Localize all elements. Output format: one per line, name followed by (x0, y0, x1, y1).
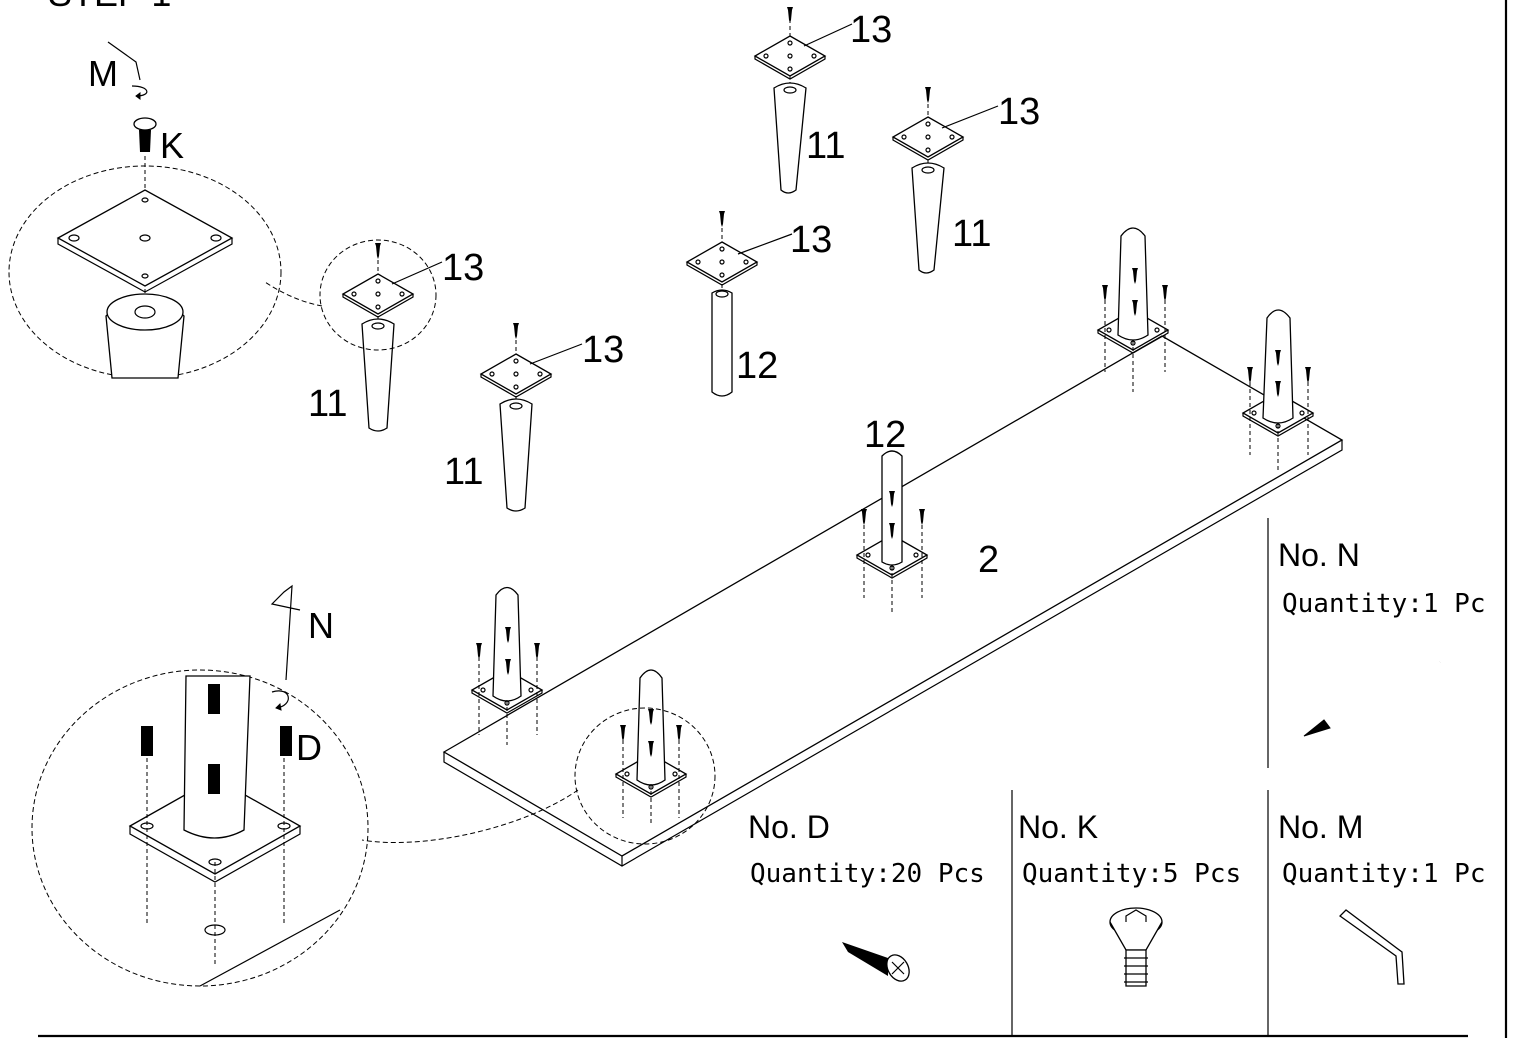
detail-plate-d (31, 584, 369, 987)
label-screw-k: K (160, 125, 184, 166)
detail-marker-circle (574, 707, 716, 845)
mounted-leg-front-right (615, 669, 687, 826)
detail-plate-k (8, 41, 282, 379)
label-wrench-n: N (308, 605, 334, 646)
label-leg-5: 11 (444, 451, 483, 493)
label-plate-3: 13 (790, 219, 832, 261)
allen-wrench-long-icon (1303, 644, 1476, 737)
label-screw-d: D (296, 727, 322, 768)
detail-marker-circle (319, 239, 437, 351)
table-top-panel (442, 335, 1344, 867)
part-d-quantity: Quantity:20 Pcs (750, 859, 985, 889)
mounted-leg-front-left (471, 586, 543, 745)
label-straight-leg: 12 (864, 414, 906, 456)
step-title: STEP 1 (48, 0, 171, 14)
part-m-name: No. M (1278, 809, 1363, 845)
part-k-quantity: Quantity:5 Pcs (1022, 859, 1241, 889)
exploded-leg-4 (342, 243, 443, 432)
exploded-leg-2 (892, 87, 999, 274)
label-leg-1: 11 (806, 125, 845, 167)
exploded-leg-1 (754, 7, 853, 194)
label-wrench-m: M (88, 53, 118, 94)
detail-connector (361, 789, 579, 844)
exploded-leg-5 (480, 323, 583, 512)
label-plate-2: 13 (998, 91, 1040, 133)
label-leg-4: 11 (308, 383, 347, 425)
panel-label: 2 (978, 539, 999, 581)
label-plate-5: 13 (582, 329, 624, 371)
wood-screw-icon (842, 942, 910, 982)
label-plate-4: 13 (442, 247, 484, 289)
part-n-name: No. N (1278, 537, 1360, 573)
mounted-leg-back-right (1242, 309, 1314, 470)
part-d-name: No. D (748, 809, 830, 845)
part-m-quantity: Quantity:1 Pc (1282, 859, 1486, 889)
mounted-leg-back-left (1097, 227, 1169, 392)
label-leg-3: 12 (736, 345, 778, 387)
label-leg-2: 11 (952, 213, 991, 255)
exploded-leg-3 (686, 211, 793, 397)
label-plate-1: 13 (850, 9, 892, 51)
mounted-leg-center (856, 450, 928, 612)
hex-bolt-icon (1109, 907, 1163, 987)
part-k-name: No. K (1018, 809, 1098, 845)
part-n-quantity: Quantity:1 Pc (1282, 589, 1486, 619)
allen-key-icon (1338, 909, 1405, 985)
detail-connector (264, 281, 323, 307)
